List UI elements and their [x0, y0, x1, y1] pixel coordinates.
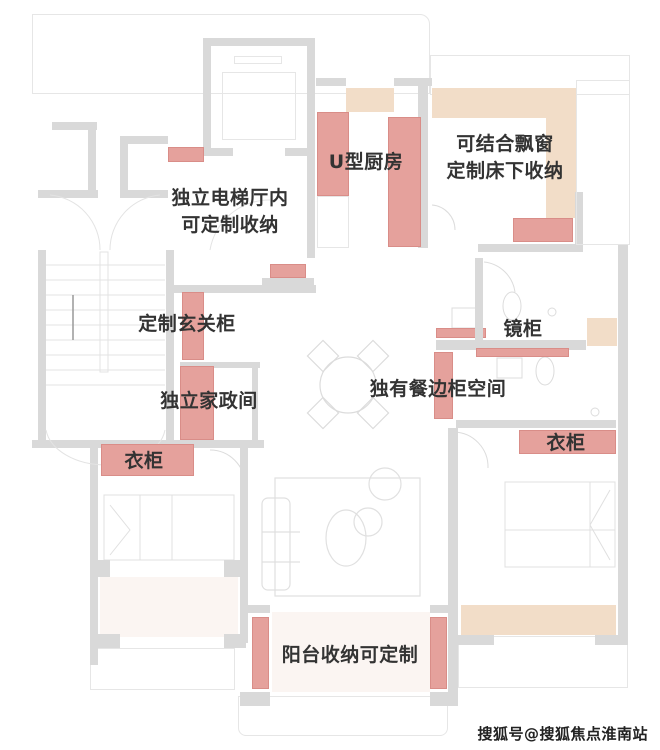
wall — [203, 148, 233, 156]
wall — [475, 258, 483, 348]
wall — [120, 190, 168, 198]
label-elevator-hall-line1: 独立电梯厅内 — [171, 187, 289, 209]
label-bay-window-line2: 定制床下收纳 — [446, 160, 564, 182]
wall — [240, 692, 270, 706]
elevator-panel — [234, 56, 282, 64]
kitchen-counter-lower — [317, 196, 349, 248]
wall — [618, 245, 628, 645]
watermark: 搜狐号@搜狐焦点淮南站 — [477, 725, 648, 743]
housekeeping-room — [180, 366, 214, 440]
wall — [456, 420, 616, 428]
mirror-cabinet-upper — [436, 328, 486, 338]
entry-cabinet — [182, 292, 204, 360]
wall — [52, 122, 97, 130]
wall — [90, 440, 98, 665]
sofa-icon — [261, 467, 421, 597]
dining-sideboard — [434, 352, 453, 419]
bay-window-bed-storage — [513, 218, 573, 242]
wall — [90, 560, 110, 577]
wall — [262, 278, 314, 286]
left-balcony-floor — [100, 577, 238, 637]
kitchen-counter-right — [388, 117, 421, 247]
outer-boundary — [32, 14, 430, 94]
wall — [430, 605, 458, 613]
label-kitchen: U型厨房 — [328, 151, 404, 173]
wall — [285, 148, 313, 156]
right-bay-window — [461, 605, 616, 635]
wardrobe-right — [519, 430, 616, 454]
elevator-hall-storage — [168, 147, 204, 162]
bed-icon — [504, 481, 616, 568]
wall — [203, 38, 315, 46]
wall — [575, 192, 583, 248]
label-elevator-hall-line2: 可定制收纳 — [181, 214, 279, 236]
wall — [166, 285, 316, 293]
wall — [252, 362, 258, 442]
elevator-shaft-icon — [222, 72, 296, 140]
wall — [120, 136, 128, 196]
wall — [418, 78, 428, 248]
wall — [120, 136, 168, 144]
center-balcony-floor — [272, 612, 430, 692]
wall — [436, 340, 586, 350]
wall — [394, 78, 432, 86]
wardrobe-left — [101, 444, 194, 476]
kitchen-counter-left — [317, 112, 349, 196]
label-balcony-storage: 阳台收纳可定制 — [281, 644, 419, 666]
wall — [88, 122, 96, 194]
dining-table-icon — [306, 339, 390, 430]
wall — [448, 428, 458, 703]
label-dining-sideboard: 独有餐边柜空间 — [369, 378, 507, 400]
label-housekeeping-room: 独立家政间 — [160, 390, 258, 412]
wall — [224, 634, 246, 648]
balcony-rail-center — [238, 696, 448, 736]
wall — [478, 244, 583, 252]
wall — [90, 634, 120, 648]
elevator-hall-storage-2 — [270, 264, 306, 278]
wall — [180, 362, 260, 368]
balcony-rail-right — [458, 636, 628, 688]
bed-icon — [103, 494, 235, 561]
wall — [38, 190, 98, 198]
mirror-cabinet-lower — [476, 348, 569, 357]
wall — [224, 560, 246, 577]
wall — [240, 448, 248, 643]
label-entry-cabinet: 定制玄关柜 — [138, 313, 236, 335]
bay-window-side — [546, 88, 576, 218]
kitchen-counter-top — [346, 88, 394, 112]
wall — [203, 38, 211, 156]
label-wardrobe-left: 衣柜 — [124, 450, 164, 472]
wall — [316, 78, 346, 86]
wall — [38, 250, 46, 445]
balcony-storage-right — [430, 617, 447, 689]
label-wardrobe-right: 衣柜 — [546, 432, 586, 454]
wall — [166, 250, 174, 450]
toilet-icon — [502, 291, 555, 386]
right-facade — [576, 80, 630, 245]
balcony-storage-left — [252, 617, 269, 689]
label-bay-window-line1: 可结合飘窗 — [456, 133, 554, 155]
wall — [240, 605, 270, 613]
utility-shaft — [587, 318, 617, 346]
balcony-rail-left — [90, 648, 235, 690]
wall — [595, 635, 628, 645]
label-mirror-cabinet: 镜柜 — [503, 318, 543, 340]
wall — [458, 635, 494, 645]
